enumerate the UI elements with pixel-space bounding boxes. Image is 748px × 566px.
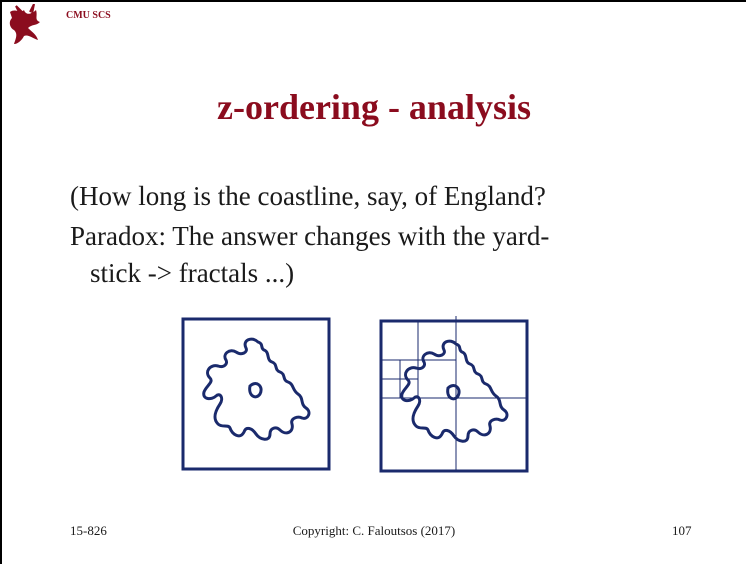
org-label: CMU SCS xyxy=(66,10,111,21)
body-line-2: Paradox: The answer changes with the yar… xyxy=(70,221,550,251)
griffin-logo-icon xyxy=(9,4,40,44)
island-path xyxy=(248,382,263,399)
coastline-figure xyxy=(181,317,331,471)
quadtree-grid xyxy=(381,316,527,472)
footer-copyright: Copyright: C. Faloutsos (2017) xyxy=(292,523,456,538)
body-line-3: stick -> fractals ...) xyxy=(90,258,295,288)
figure-frame xyxy=(379,319,529,473)
slide-title: z-ordering - analysis xyxy=(217,87,531,127)
body-line-1: (How long is the coastline, say, of Engl… xyxy=(70,181,546,211)
footer-page-number: 107 xyxy=(672,523,692,538)
footer-course: 15-826 xyxy=(70,523,107,538)
coastline-grid-figure xyxy=(379,316,529,473)
figure-frame xyxy=(181,317,331,471)
island-path xyxy=(446,384,461,401)
